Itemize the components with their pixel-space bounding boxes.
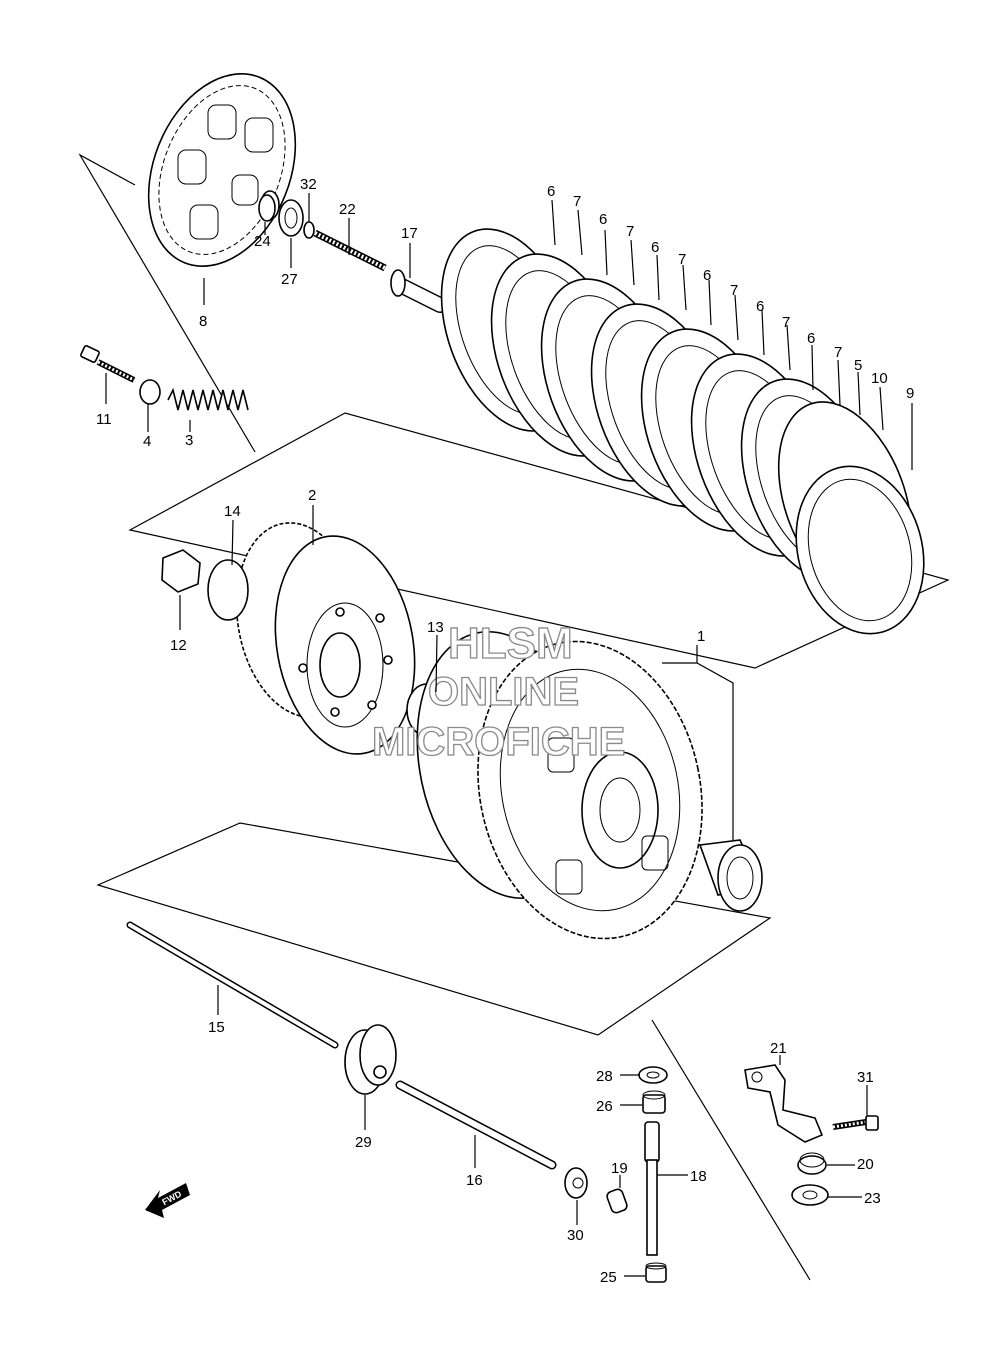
label-part-6-e[interactable]: 6: [756, 298, 764, 315]
spring-part-3[interactable]: [167, 387, 249, 411]
label-part-28[interactable]: 28: [596, 1068, 613, 1085]
spacer-bushing[interactable]: [698, 839, 763, 912]
label-part-22[interactable]: 22: [339, 201, 356, 218]
group-outline-release-shaft: [651, 1019, 811, 1281]
lock-washer-part-14[interactable]: [207, 559, 249, 621]
label-part-6-c[interactable]: 6: [651, 239, 659, 256]
pressure-plate-part-8[interactable]: [121, 52, 322, 288]
label-part-16[interactable]: 16: [466, 1172, 483, 1189]
label-part-3[interactable]: 3: [185, 432, 193, 449]
release-shaft-part-18[interactable]: [644, 1121, 660, 1256]
bearing-part-26[interactable]: [642, 1090, 666, 1114]
label-part-29[interactable]: 29: [355, 1134, 372, 1151]
push-piece-part-17[interactable]: [390, 269, 448, 313]
label-part-11[interactable]: 11: [96, 411, 112, 428]
pin-part-19[interactable]: [606, 1188, 629, 1214]
label-part-30[interactable]: 30: [567, 1227, 584, 1244]
push-rod-part-22[interactable]: [313, 229, 387, 272]
label-part-2[interactable]: 2: [308, 487, 316, 504]
oil-seal-part-29[interactable]: [344, 1024, 397, 1095]
watermark-line-2: ONLINE: [428, 670, 579, 714]
clutch-sleeve-hub-part-2[interactable]: [222, 513, 431, 765]
label-part-32[interactable]: 32: [300, 176, 317, 193]
label-part-4[interactable]: 4: [143, 433, 151, 450]
forward-direction-arrow: FWD: [145, 1183, 190, 1218]
label-part-7-f[interactable]: 7: [834, 344, 842, 361]
group-outline-primary-gear: [96, 822, 772, 1036]
label-part-26[interactable]: 26: [596, 1098, 613, 1115]
label-part-7-a[interactable]: 7: [573, 193, 581, 210]
label-part-15[interactable]: 15: [208, 1019, 225, 1036]
label-part-1[interactable]: 1: [697, 628, 705, 645]
nut-part-12[interactable]: [161, 549, 201, 593]
label-part-7-d[interactable]: 7: [730, 282, 738, 299]
label-part-7-e[interactable]: 7: [782, 314, 790, 331]
group-outline-pressure-plate: [78, 153, 256, 453]
group-outline-clutch-plates: [128, 412, 950, 669]
label-part-18[interactable]: 18: [690, 1168, 707, 1185]
label-part-8[interactable]: 8: [199, 313, 207, 330]
label-part-10[interactable]: 10: [871, 370, 888, 387]
rod-part-16[interactable]: [395, 1080, 557, 1170]
label-part-17[interactable]: 17: [401, 225, 418, 242]
label-part-27[interactable]: 27: [281, 271, 298, 288]
label-part-23[interactable]: 23: [864, 1190, 881, 1207]
label-part-20[interactable]: 20: [857, 1156, 874, 1173]
label-part-24[interactable]: 24: [254, 233, 271, 250]
label-part-7-b[interactable]: 7: [626, 223, 634, 240]
label-part-13[interactable]: 13: [427, 619, 444, 636]
bearing-part-27[interactable]: [278, 199, 304, 237]
label-part-12[interactable]: 12: [170, 637, 187, 654]
label-part-6-f[interactable]: 6: [807, 330, 815, 347]
label-part-7-c[interactable]: 7: [678, 251, 686, 268]
bearing-part-25[interactable]: [645, 1262, 667, 1283]
watermark: HLSM ONLINE MICROFICHE: [371, 618, 626, 764]
watermark-line-1: HLSM: [448, 619, 573, 668]
label-part-6-b[interactable]: 6: [599, 211, 607, 228]
label-part-19[interactable]: 19: [611, 1160, 628, 1177]
bearing-part-30[interactable]: [564, 1167, 588, 1199]
part-number-labels: 1 2 3 4 5 6 6 6 6 6 6 7 7 7 7 7 7 8 9 10…: [96, 176, 914, 1286]
washer-part-4[interactable]: [139, 379, 161, 405]
label-part-21[interactable]: 21: [770, 1040, 787, 1057]
bolt-part-11[interactable]: [80, 345, 136, 383]
primary-driven-gear-part-1[interactable]: [394, 615, 729, 959]
spring-part-20[interactable]: [797, 1152, 827, 1175]
bolt-part-31[interactable]: [832, 1115, 879, 1131]
washer-part-24[interactable]: [258, 194, 276, 222]
label-part-31[interactable]: 31: [857, 1069, 874, 1086]
label-part-6-a[interactable]: 6: [547, 183, 555, 200]
push-rod-part-15[interactable]: [126, 921, 339, 1049]
label-part-5[interactable]: 5: [854, 357, 862, 374]
leader-lines: [105, 193, 913, 1277]
label-part-14[interactable]: 14: [224, 503, 241, 520]
watermark-line-3: MICROFICHE: [372, 720, 625, 764]
label-part-9[interactable]: 9: [906, 385, 914, 402]
clutch-plate-stack[interactable]: [416, 210, 942, 648]
label-part-25[interactable]: 25: [600, 1269, 617, 1286]
oil-seal-part-28[interactable]: [638, 1066, 668, 1084]
release-arm-part-21[interactable]: [744, 1064, 824, 1143]
label-part-6-d[interactable]: 6: [703, 267, 711, 284]
circlip-part-32[interactable]: [303, 221, 315, 239]
washer-part-23[interactable]: [791, 1184, 829, 1206]
